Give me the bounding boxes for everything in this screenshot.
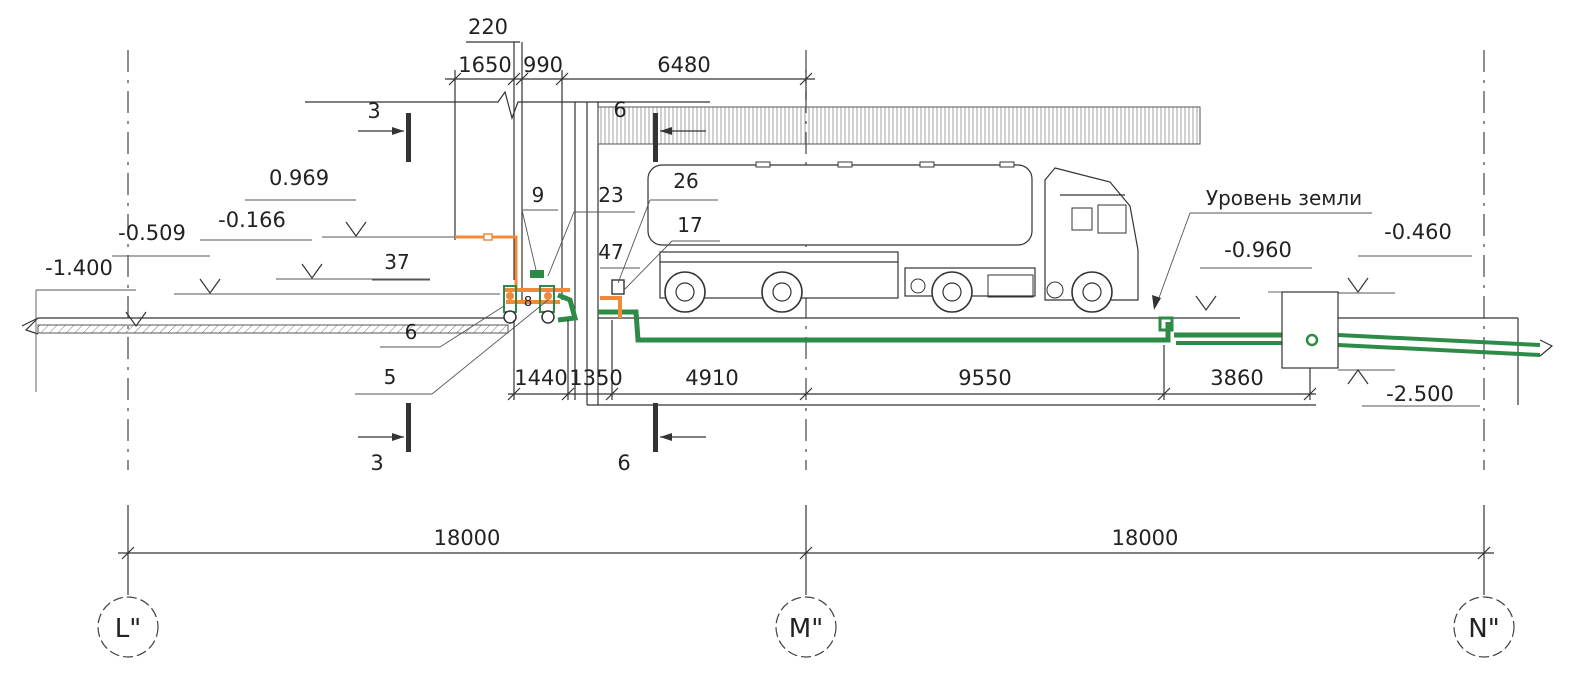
callout-26: 26 (673, 169, 698, 193)
dim-1350: 1350 (569, 366, 622, 390)
section-3-bottom-label: 3 (370, 451, 383, 475)
elev-2500-label: -2.500 (1386, 382, 1454, 406)
callout-8: 8 (524, 295, 532, 310)
axis-label-m: M" (789, 614, 823, 644)
elevation-0166: -0.166 (200, 208, 430, 280)
pump-assembly (503, 270, 625, 324)
elevation-2500: -2.500 (1338, 368, 1480, 407)
axis-spacing-right: 18000 (1112, 526, 1179, 550)
elev-0509-label: -0.509 (118, 221, 186, 245)
section-6-top-label: 6 (613, 98, 626, 122)
callout-6: 6 (405, 320, 418, 344)
axis-bubble-n: N" (1453, 596, 1515, 658)
elev-1400-label: -1.400 (45, 256, 113, 280)
section-mark-3-top: 3 (358, 99, 411, 162)
axis-spacing-left: 18000 (434, 526, 501, 550)
callout-23: 23 (598, 183, 623, 207)
axis-bubble-m: M" (775, 596, 837, 658)
axis-dimension-line: 18000 18000 (118, 526, 1494, 560)
axis-label-l: L" (115, 614, 141, 644)
callout-17: 17 (677, 213, 702, 237)
dim-3860: 3860 (1210, 366, 1263, 390)
green-pipeline (557, 292, 1554, 357)
elev-0166-label: -0.166 (218, 208, 286, 232)
elevation-0509: -0.509 (112, 221, 221, 295)
ground-level-label: Уровень земли (1206, 186, 1362, 210)
ground-level-callout: Уровень земли (1152, 186, 1372, 310)
dim-6480: 6480 (657, 53, 710, 77)
well-chamber (1268, 291, 1339, 369)
elevation-0969: 0.969 (245, 166, 455, 238)
section-3-top-label: 3 (367, 99, 380, 123)
section-6-bottom-label: 6 (617, 451, 630, 475)
building-wall (305, 90, 1316, 406)
section-mark-3-bottom: 3 (358, 403, 411, 475)
callout-47: 47 (598, 240, 623, 264)
dim-220: 220 (468, 15, 508, 39)
section-mark-6-bottom: 6 (617, 403, 706, 475)
elev-0460-label: -0.460 (1384, 220, 1452, 244)
elevation-1400: -1.400 (36, 256, 147, 328)
orange-pipeline (455, 233, 622, 318)
ground-slab (21, 290, 1519, 405)
elevation-0960: -0.960 (1195, 238, 1312, 312)
callout-37: 37 (384, 250, 409, 274)
callouts: 9 23 26 17 47 37 6 5 8 (355, 169, 720, 395)
section-mark-6-top: 6 (613, 98, 706, 162)
dim-4910: 4910 (685, 366, 738, 390)
dim-1650: 1650 (458, 53, 511, 77)
dim-1440: 1440 (514, 366, 567, 390)
callout-9: 9 (532, 183, 545, 207)
top-dimension-chain: 220 1650 990 6480 (445, 15, 815, 300)
elevation-0460: -0.460 (1338, 220, 1472, 294)
axis-label-n: N" (1468, 614, 1499, 644)
dim-990: 990 (523, 53, 563, 77)
elev-0969-label: 0.969 (269, 166, 329, 190)
elev-0960-label: -0.960 (1224, 238, 1292, 262)
bottom-dimension-chain: 1440 1350 4910 9550 3860 (507, 320, 1317, 401)
dim-9550: 9550 (958, 366, 1011, 390)
truck-wheels (664, 271, 1113, 313)
tanker-truck (647, 161, 1139, 313)
axis-bubble-l: L" (97, 596, 159, 658)
callout-5: 5 (384, 365, 397, 389)
